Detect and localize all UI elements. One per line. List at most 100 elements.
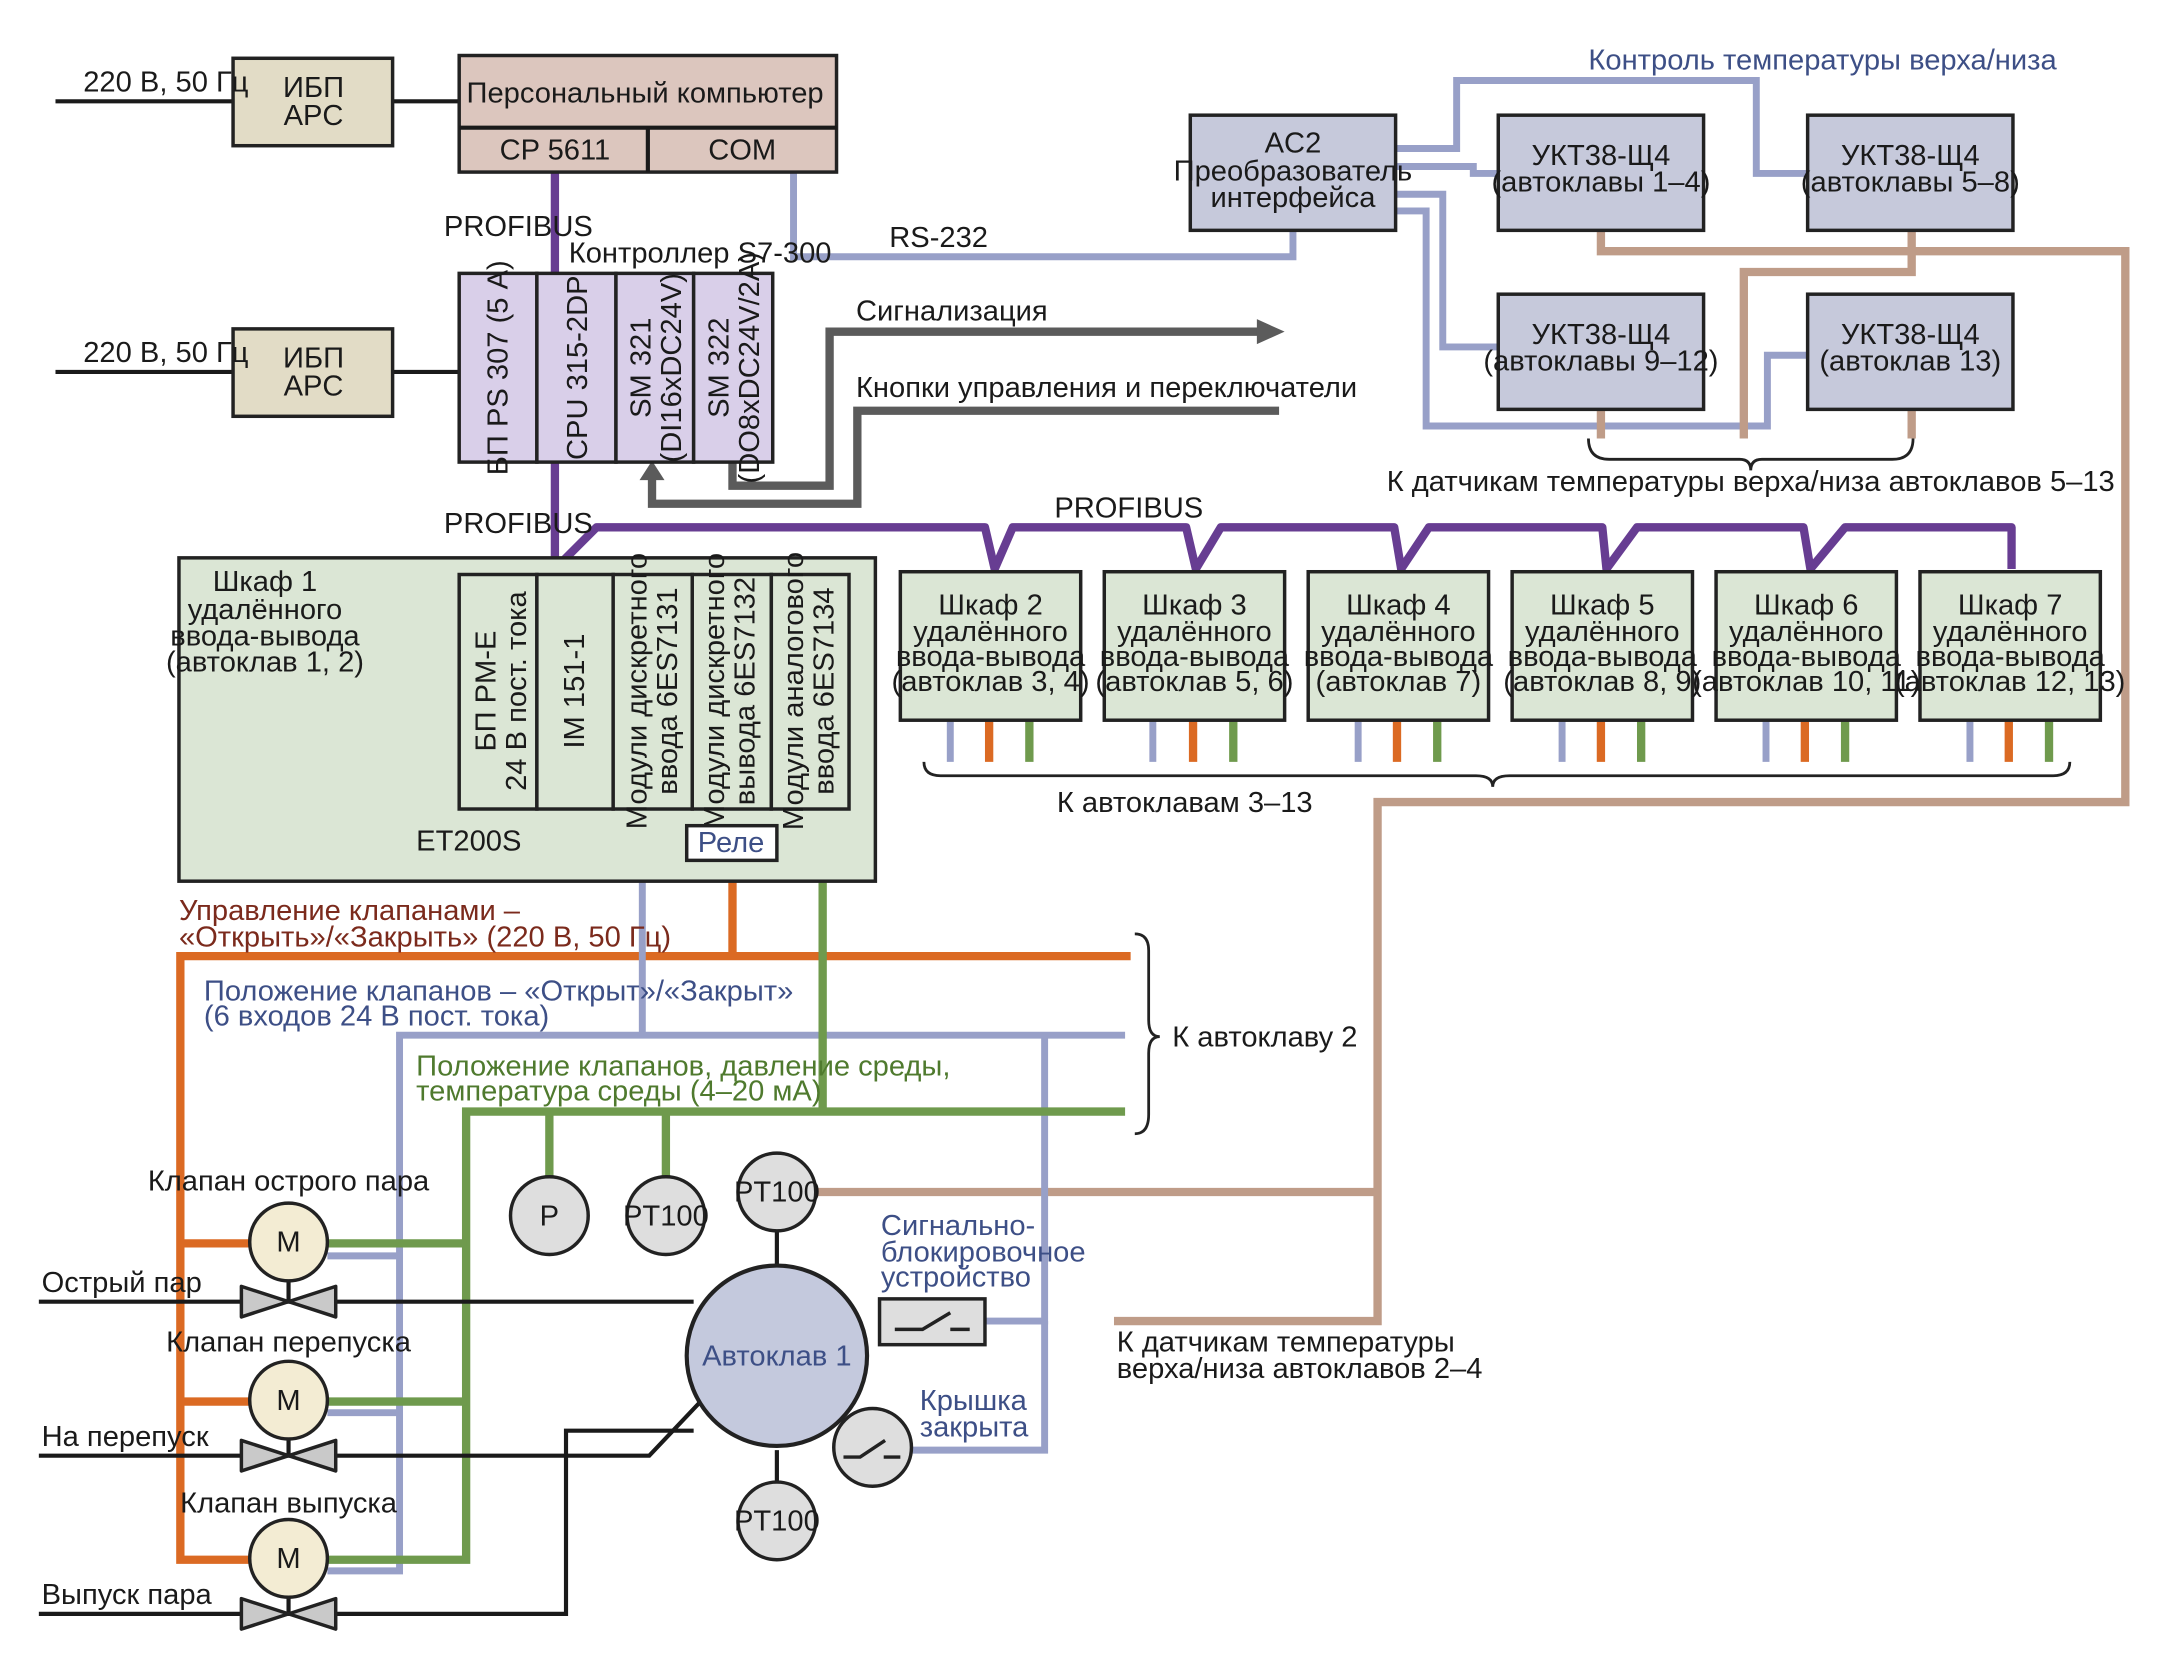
ctl-mod2-line1: CPU 315-2DP	[562, 275, 594, 460]
ukt4-line1: УКТ38-Щ4	[1841, 319, 1980, 351]
et-mod3-line1: Модули дискретного	[621, 553, 653, 829]
et-mod5-line1: Модули аналогового	[778, 552, 810, 830]
pipe-release-label: Выпуск пара	[42, 1579, 213, 1611]
temp-line-a	[1395, 77, 1808, 177]
power-label-2: 220 В, 50 Гц	[83, 337, 249, 369]
cabinet3-line2: удалённого	[1117, 616, 1272, 648]
valve3-label: Клапан выпуска	[180, 1488, 398, 1520]
cabinet3-line4: (автоклав 5, 6)	[1095, 666, 1293, 698]
cabinet7-line2: удалённого	[1933, 616, 2088, 648]
valve1-body	[239, 1284, 338, 1319]
ukt2-line2: (автоклавы 5–8)	[1801, 166, 2020, 198]
brace-autoclave2	[1134, 932, 1160, 1136]
alarm-arrow	[1256, 319, 1285, 345]
et-mod4-line2: вывода 6ES7132	[730, 577, 762, 805]
motor2-label: M	[276, 1385, 300, 1417]
ctl-mod3-line2: (DI16xDC24V)	[656, 273, 688, 462]
cabinet4-line1: Шкаф 4	[1346, 590, 1451, 622]
sensors-5-13-label: К датчикам температуры верха/низа автокл…	[1387, 466, 2115, 498]
cabinet6-line4: (автоклав 10, 11)	[1692, 666, 1920, 698]
ukt2-line1: УКТ38-Щ4	[1841, 140, 1980, 172]
et-module-ai	[769, 572, 851, 811]
ctl-mod4-line2: (DO8xDC24V/2A)	[734, 252, 766, 483]
ukt1-line2: (автоклавы 1–4)	[1491, 166, 1710, 198]
lid-label-2: закрыта	[920, 1411, 1029, 1443]
analog-bus	[327, 1107, 1126, 1564]
analog-label-1: Положение клапанов, давление среды,	[416, 1050, 950, 1082]
motor1-label: M	[276, 1227, 300, 1259]
tan-line-ukt5-8	[1739, 230, 1916, 439]
controller-module-cpu	[535, 271, 618, 464]
ukt-5-8	[1805, 113, 2015, 233]
et-mod4-line1: Модули дискретного	[699, 553, 731, 829]
controller-module-sm322	[691, 271, 775, 464]
pressure-label: P	[540, 1200, 559, 1232]
valve-control-bus	[176, 951, 1131, 1564]
cabinet-7: Шкаф 7 удалённого ввода-вывода (автоклав…	[1895, 569, 2125, 722]
et-mod2-line1: IM 151-1	[559, 634, 591, 749]
relay-box	[684, 823, 779, 863]
ctl-mod1-line1: БП PS 307 (5 А)	[483, 260, 515, 475]
motor-valve2	[247, 1359, 330, 1441]
cabinet4-line3: ввода-вывода	[1304, 641, 1494, 673]
cabinet5-line1: Шкаф 5	[1550, 590, 1655, 622]
cabinet3-line1: Шкаф 3	[1142, 590, 1247, 622]
cabinet-6: Шкаф 6 удалённого ввода-вывода (автоклав…	[1692, 569, 1920, 722]
ups1-line1: ИБП	[283, 72, 344, 104]
pt100-sensor-1	[625, 1175, 707, 1257]
valve-control-label-1: Управление клапанами –	[179, 895, 521, 927]
pt100-label-top: PT100	[734, 1177, 820, 1209]
cabinet4-line4: (автоклав 7)	[1316, 666, 1482, 698]
pt100-sensor-top	[736, 1151, 818, 1233]
cabinet-5: Шкаф 5 удалённого ввода-вывода (автоклав…	[1503, 569, 1701, 722]
valve-control-label-2: «Открыть»/«Закрыть» (220 В, 50 Гц)	[179, 921, 671, 953]
to-autoclave2-label: К автоклаву 2	[1172, 1021, 1357, 1053]
lid-label-1: Крышка	[920, 1385, 1028, 1417]
temp-line-c	[1395, 190, 1499, 351]
alarm-label: Сигнализация	[856, 296, 1048, 328]
rs232-label: RS-232	[889, 222, 988, 254]
valve3-body	[239, 1596, 338, 1631]
profibus-label-right: PROFIBUS	[1054, 493, 1203, 525]
ukt1-line1: УКТ38-Щ4	[1532, 140, 1671, 172]
profibus-chain	[551, 523, 2016, 574]
ctl-mod3-line1: SM 321	[626, 318, 658, 418]
ukt4-line2: (автоклав 13)	[1819, 346, 2001, 378]
cabinet-4: Шкаф 4 удалённого ввода-вывода (автоклав…	[1304, 569, 1494, 722]
autoclave-label: Автоклав 1	[702, 1340, 851, 1372]
et200s-modules: БП PM-E 24 В пост. тока IM 151-1 Модули …	[457, 552, 851, 830]
autoclaves-3-13-label: К автоклавам 3–13	[1057, 787, 1313, 819]
cabinet2-line3: ввода-вывода	[896, 641, 1086, 673]
buttons-line	[647, 406, 1280, 508]
valve2-body	[239, 1438, 338, 1473]
ukt-13	[1805, 292, 2015, 412]
lock-switch-icon	[894, 1311, 970, 1332]
cabinet5-line4: (автоклав 8, 9)	[1503, 666, 1701, 698]
pt100-label-bottom: PT100	[734, 1506, 820, 1538]
cabinet6-line1: Шкаф 6	[1754, 590, 1859, 622]
pipe-steam-label: Острый пар	[42, 1267, 202, 1299]
pc-port-com: COM	[708, 135, 776, 167]
valve-position-label-1: Положение клапанов – «Открыт»/«Закрыт»	[204, 976, 793, 1008]
cabinet1-line4: (автоклав 1, 2)	[166, 647, 364, 679]
et-mod1-line1: БП PM-E	[470, 631, 502, 752]
buttons-label: Кнопки управления и переключатели	[856, 372, 1357, 404]
tan-line-sensors-2-4	[1113, 230, 2130, 1326]
cabinet5-line2: удалённого	[1525, 616, 1680, 648]
ukt-9-12	[1496, 292, 1706, 412]
cabinet3-line3: ввода-вывода	[1100, 641, 1290, 673]
pc-title: Персональный компьютер	[467, 78, 824, 110]
cabinet-stubs	[946, 720, 2054, 762]
et-mod1-line2: 24 В пост. тока	[501, 590, 533, 790]
cabinet7-line4: (автоклав 12, 13)	[1895, 666, 2125, 698]
cabinet7-line1: Шкаф 7	[1958, 590, 2063, 622]
motor-valve3	[247, 1517, 330, 1599]
lock-label-2: блокировочное	[881, 1236, 1086, 1268]
pipe-bypass-label: На перепуск	[42, 1421, 209, 1453]
sensors-2-4-label-1: К датчикам температуры	[1117, 1327, 1455, 1359]
cabinet2-line4: (автоклав 3, 4)	[892, 666, 1090, 698]
pc-port-cp5611: CP 5611	[500, 135, 611, 167]
analog-label-2: температура среды (4–20 мА)	[416, 1075, 821, 1107]
temp-control-title: Контроль температуры верха/низа	[1588, 44, 2057, 76]
